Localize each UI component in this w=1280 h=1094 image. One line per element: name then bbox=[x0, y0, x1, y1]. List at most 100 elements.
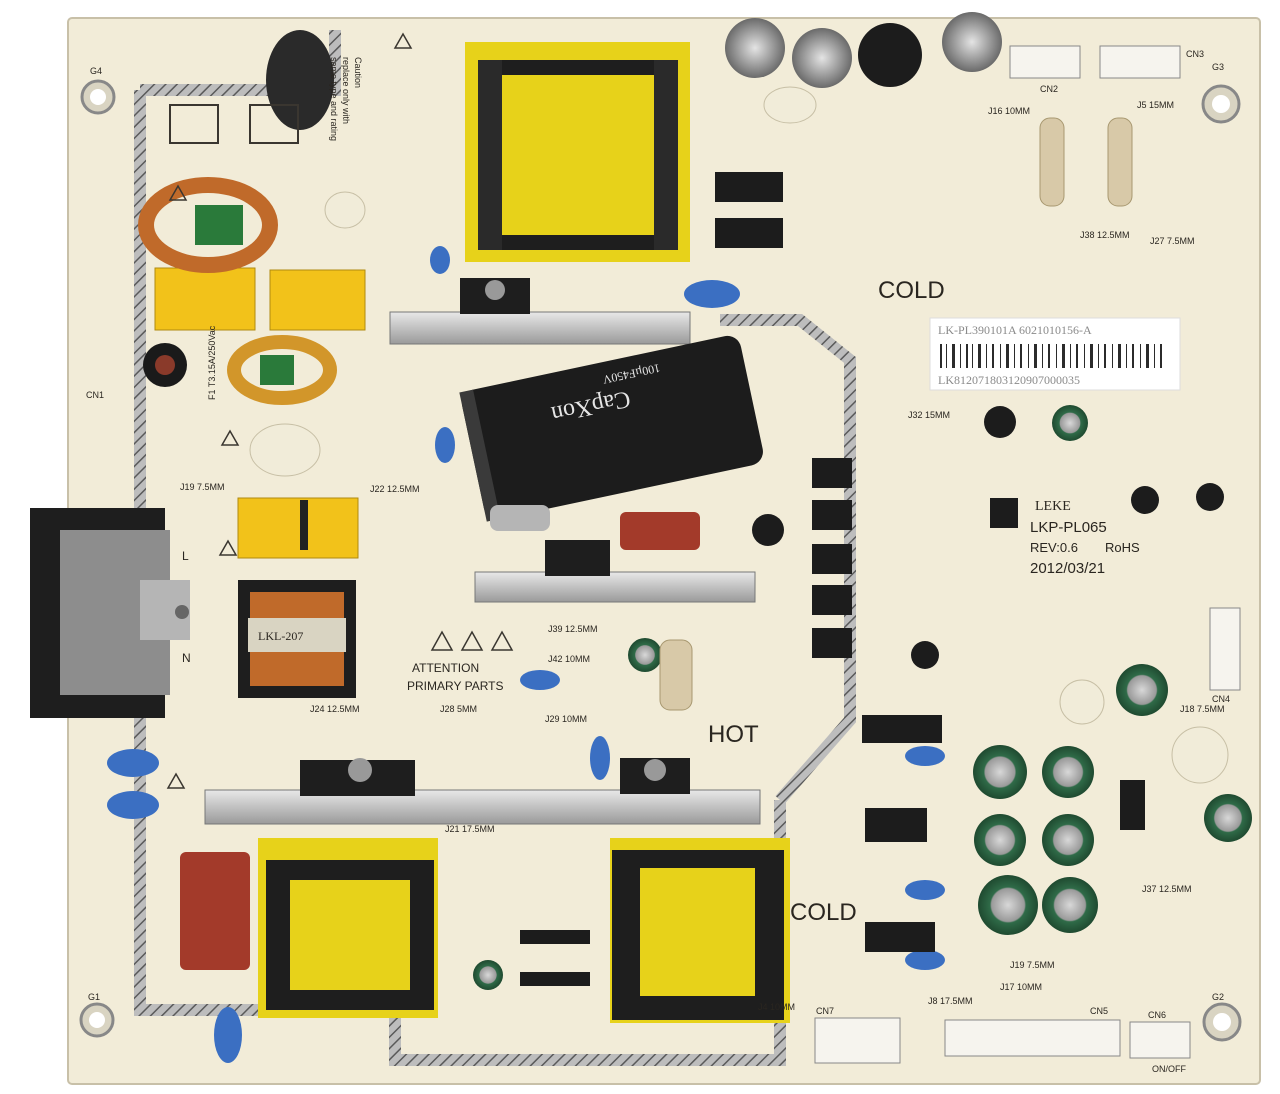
designator-j17: J17 10MM bbox=[1000, 982, 1042, 992]
fuse-rating: F1 T3.15A/250Vac bbox=[207, 325, 217, 400]
designator-g2: G2 bbox=[1212, 992, 1224, 1002]
transformer-standby bbox=[258, 838, 438, 1018]
designator-j8: J8 17.5MM bbox=[928, 996, 973, 1006]
mount-hole-g1 bbox=[79, 1002, 115, 1038]
choke-lf1 bbox=[138, 177, 278, 273]
revision-text: REV:0.6 bbox=[1030, 540, 1078, 555]
designator-j27: J27 7.5MM bbox=[1150, 236, 1195, 246]
neutral-label: N bbox=[182, 651, 191, 665]
connector-cn7 bbox=[814, 1017, 901, 1064]
connector-cn9 bbox=[249, 104, 299, 144]
diode-d6 bbox=[520, 930, 590, 944]
isolation-track-top bbox=[140, 30, 341, 96]
x-capacitor-cx3 bbox=[154, 267, 256, 331]
warning-triangle-icons bbox=[166, 32, 514, 789]
barcode bbox=[940, 344, 1162, 368]
schottky-diodes bbox=[862, 715, 1145, 952]
diode-d8 bbox=[520, 972, 590, 986]
mount-hole-g2 bbox=[1202, 1002, 1242, 1042]
bulk-capacitor-ec1 bbox=[459, 335, 763, 522]
designator-j29: J24 12.5MM bbox=[310, 704, 360, 714]
brand-text: LEKE bbox=[1035, 499, 1071, 514]
part-number-text: LK-PL390101A 6021010156-A bbox=[938, 323, 1092, 337]
ntc-thermistor bbox=[266, 30, 334, 130]
inductor-ls2 bbox=[1171, 726, 1229, 784]
line-label: L bbox=[182, 549, 189, 563]
rohs-text: RoHS bbox=[1105, 540, 1140, 555]
y-capacitors bbox=[107, 246, 945, 1063]
designator-j42: J32 15MM bbox=[908, 410, 950, 420]
designator-j31: J28 5MM bbox=[440, 704, 477, 714]
designator-j21: J21 17.5MM bbox=[445, 824, 495, 834]
common-mode-choke-lf2 bbox=[238, 580, 356, 698]
designator-j4: J4 10MM bbox=[758, 1002, 795, 1012]
transformer-t2 bbox=[610, 838, 790, 1023]
designator-j33: J37 12.5MM bbox=[1142, 884, 1192, 894]
choke-marking: LKL-207 bbox=[258, 629, 303, 643]
designator-cn1: CN1 bbox=[86, 390, 104, 400]
mount-hole-g3 bbox=[1201, 84, 1241, 124]
designator-j38: J39 12.5MM bbox=[548, 624, 598, 634]
resistor-rs53 bbox=[1039, 117, 1065, 207]
film-capacitor-c3 bbox=[180, 852, 250, 970]
designator-j22: J19 7.5MM bbox=[1010, 960, 1055, 970]
designator-cn3: CN3 bbox=[1186, 49, 1204, 59]
hot-cold-divider bbox=[720, 314, 856, 804]
resistor-r18 bbox=[659, 639, 693, 711]
designator-j6: J5 15MM bbox=[1137, 100, 1174, 110]
designator-j45: J38 12.5MM bbox=[1080, 230, 1130, 240]
optocouplers bbox=[812, 458, 852, 658]
on-off-label: ON/OFF bbox=[1152, 1064, 1186, 1074]
label-sticker bbox=[929, 317, 1181, 391]
primary-parts-text: PRIMARY PARTS bbox=[407, 679, 503, 693]
heatsink-hs2 bbox=[474, 571, 756, 603]
varistor-vr1 bbox=[249, 423, 321, 477]
connector-cn8 bbox=[169, 104, 219, 144]
diode-ds6 bbox=[715, 218, 783, 248]
designator-g3: G3 bbox=[1212, 62, 1224, 72]
hot-zone-label: HOT bbox=[708, 721, 759, 748]
designator-j39: J42 10MM bbox=[548, 654, 590, 664]
resistor-rs48 bbox=[1107, 117, 1133, 207]
designator-cn7: CN7 bbox=[816, 1006, 834, 1016]
heatsink-hs1 bbox=[204, 789, 761, 825]
connector-cn5 bbox=[944, 1019, 1121, 1057]
output-capacitors-top bbox=[725, 12, 1002, 124]
designator-cn2: CN2 bbox=[1040, 84, 1058, 94]
connector-cn6 bbox=[1129, 1021, 1191, 1059]
cold-zone-label-bottom: COLD bbox=[790, 899, 857, 926]
designator-g1: G1 bbox=[88, 992, 100, 1002]
caution-line-2: same type and rating bbox=[329, 57, 339, 141]
designator-cn5: CN5 bbox=[1090, 1006, 1108, 1016]
secondary-capacitors bbox=[473, 405, 1252, 990]
cold-zone-label-top: COLD bbox=[878, 277, 945, 304]
designator-j24: J22 12.5MM bbox=[370, 484, 420, 494]
resistor-brown bbox=[620, 512, 700, 550]
designator-cn6: CN6 bbox=[1148, 1010, 1166, 1020]
mount-hole-g4 bbox=[80, 79, 116, 115]
x-capacitor-cx1 bbox=[237, 497, 359, 559]
diode-ds7 bbox=[715, 172, 783, 202]
heatsink-top bbox=[389, 311, 691, 345]
designator-j18: J18 7.5MM bbox=[1180, 704, 1225, 714]
connector-cn3 bbox=[1099, 45, 1181, 79]
date-text: 2012/03/21 bbox=[1030, 560, 1105, 577]
x-capacitor-cx2 bbox=[269, 269, 366, 331]
designator-cn4: CN4 bbox=[1212, 694, 1230, 704]
attention-text: ATTENTION bbox=[412, 661, 479, 675]
model-text: LKP-PL065 bbox=[1030, 519, 1107, 536]
transformer-top bbox=[465, 42, 690, 262]
designator-g4: G4 bbox=[90, 66, 102, 76]
choke-lf-small bbox=[227, 335, 337, 405]
connector-cn2 bbox=[1009, 45, 1081, 79]
serial-number-text: LK81207180312090700003​5 bbox=[938, 373, 1080, 387]
designator-j19: J19 7.5MM bbox=[180, 482, 225, 492]
transistors bbox=[752, 406, 1224, 669]
designator-j32: J29 10MM bbox=[545, 714, 587, 724]
designator-j16: J16 10MM bbox=[988, 106, 1030, 116]
caution-heading: Caution bbox=[353, 57, 363, 88]
caution-line-1: replace only with bbox=[341, 57, 351, 124]
ac-inlet-cn1 bbox=[30, 508, 190, 718]
connector-cn4 bbox=[1209, 607, 1241, 691]
